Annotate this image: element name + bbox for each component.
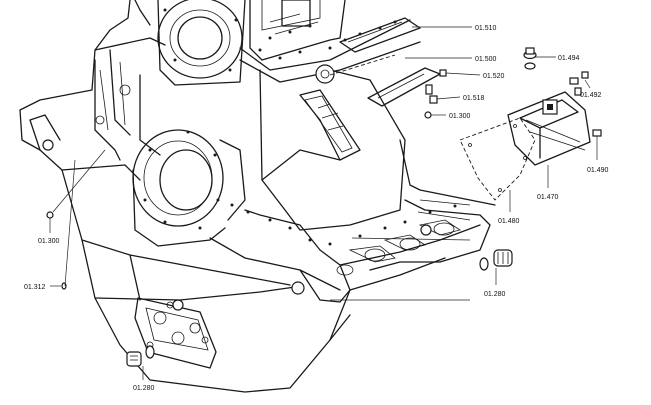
callout-01510[interactable]: 01.510	[475, 25, 497, 32]
gasket-01480	[459, 117, 536, 201]
callout-01480[interactable]: 01.480	[498, 218, 520, 225]
callout-labels: 01.510 01.500 01.520 01.518 01.300 01.49…	[24, 25, 609, 392]
callout-01490[interactable]: 01.490	[587, 167, 609, 174]
plug-01280-lower	[126, 345, 155, 367]
callout-01312[interactable]: 01.312	[24, 284, 46, 291]
callout-01300-left[interactable]: 01.300	[38, 238, 60, 245]
callout-01494[interactable]: 01.494	[558, 55, 580, 62]
callout-01500[interactable]: 01.500	[475, 56, 497, 63]
callout-01280-right[interactable]: 01.280	[484, 291, 506, 298]
fittings-01492	[569, 71, 589, 96]
screw-01490	[592, 129, 602, 137]
callout-01280-lower[interactable]: 01.280	[133, 385, 155, 392]
small-plug-01300	[424, 111, 432, 119]
gearbox-housing-drawing	[19, 0, 496, 393]
callout-01300-top[interactable]: 01.300	[449, 113, 471, 120]
screw-01520	[439, 69, 447, 77]
plug-01280-right	[479, 249, 513, 271]
filter-housing-01470	[507, 91, 591, 166]
callout-01492[interactable]: 01.492	[580, 92, 602, 99]
callout-01518[interactable]: 01.518	[463, 95, 485, 102]
cap-01494	[523, 47, 537, 70]
screw-01518	[425, 84, 438, 104]
small-plug-01300-left	[46, 211, 54, 219]
leader-lines	[49, 26, 598, 380]
callout-01470[interactable]: 01.470	[537, 194, 559, 201]
callout-01520[interactable]: 01.520	[483, 73, 505, 80]
breather-cover-plate	[339, 17, 421, 53]
